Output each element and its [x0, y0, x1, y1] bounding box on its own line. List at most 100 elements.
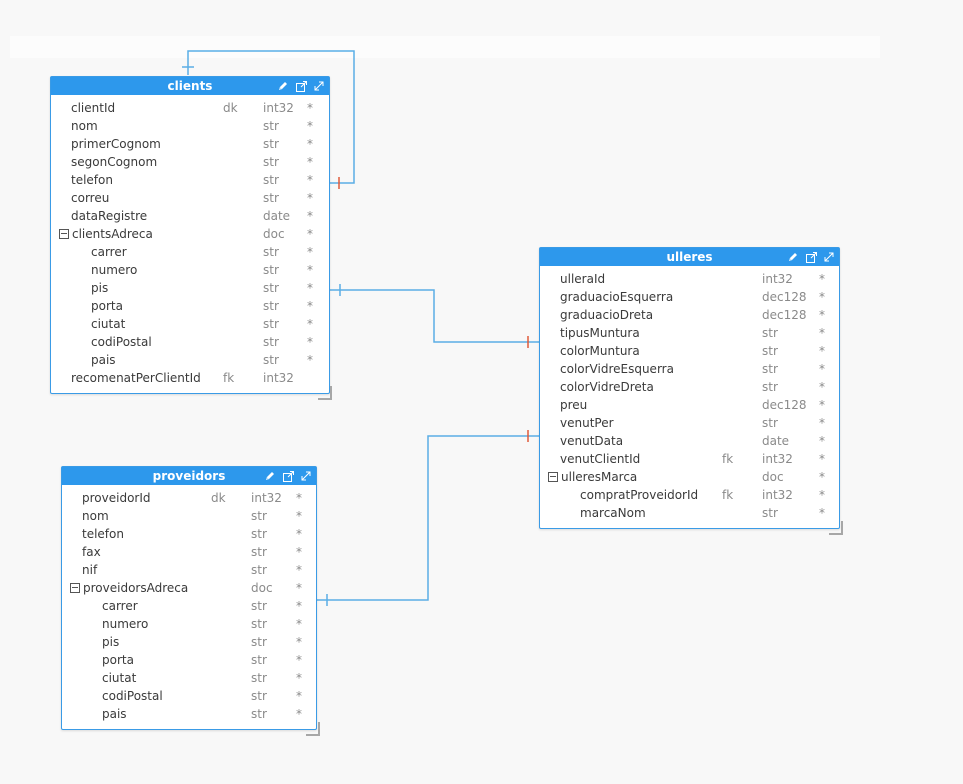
link-clients-self[interactable] [187, 50, 355, 184]
collapse-toggle-icon[interactable] [548, 471, 558, 482]
open-external-icon[interactable] [804, 250, 818, 264]
field-name: carrer [102, 599, 138, 613]
pencil-icon[interactable] [263, 469, 277, 483]
table-title: ulleres [666, 250, 713, 264]
open-external-icon[interactable] [294, 79, 308, 93]
field-name: venutPer [560, 416, 614, 430]
field-name: colorVidreDreta [560, 380, 654, 394]
expand-icon[interactable] [299, 469, 313, 483]
field-type: int32 [762, 272, 793, 286]
field-name: ulleraId [560, 272, 606, 286]
resize-handle[interactable] [306, 722, 320, 736]
resize-handle[interactable] [318, 386, 332, 400]
field-required: * [307, 173, 313, 187]
field-name: ulleresMarca [561, 470, 638, 484]
field-required: * [296, 491, 302, 505]
table-header[interactable]: proveidors [62, 467, 316, 485]
pencil-icon[interactable] [276, 79, 290, 93]
collapse-toggle-icon[interactable] [59, 228, 69, 239]
open-external-icon[interactable] [281, 469, 295, 483]
link-clients-ulleres[interactable] [330, 289, 540, 343]
field-type: str [263, 353, 279, 367]
resize-handle[interactable] [829, 521, 843, 535]
field-key: fk [722, 488, 734, 502]
field-name: proveidorsAdreca [83, 581, 189, 595]
field-type: str [263, 119, 279, 133]
field-name: graduacioDreta [560, 308, 654, 322]
field-name: proveidorId [82, 491, 151, 505]
field-type: str [251, 635, 267, 649]
field-name: nom [82, 509, 109, 523]
field-type: str [251, 671, 267, 685]
collapse-toggle-icon[interactable] [70, 582, 80, 593]
pencil-icon[interactable] [786, 250, 800, 264]
expand-icon[interactable] [822, 250, 836, 264]
field-required: * [296, 617, 302, 631]
table-header[interactable]: ulleres [540, 248, 839, 266]
field-required: * [307, 227, 313, 241]
table-header[interactable]: clients [51, 77, 329, 95]
expand-icon[interactable] [312, 79, 326, 93]
field-type: str [263, 263, 279, 277]
field-required: * [819, 506, 825, 520]
link-proveidors-ulleres[interactable] [317, 435, 540, 601]
field-name: preu [560, 398, 588, 412]
field-type: str [263, 299, 279, 313]
field-type: str [251, 653, 267, 667]
field-name: porta [91, 299, 123, 313]
field-required: * [296, 527, 302, 541]
field-type: doc [263, 227, 285, 241]
field-type: dec128 [762, 290, 807, 304]
field-key: fk [722, 452, 734, 466]
field-type: str [251, 689, 267, 703]
field-type: int32 [263, 371, 294, 385]
